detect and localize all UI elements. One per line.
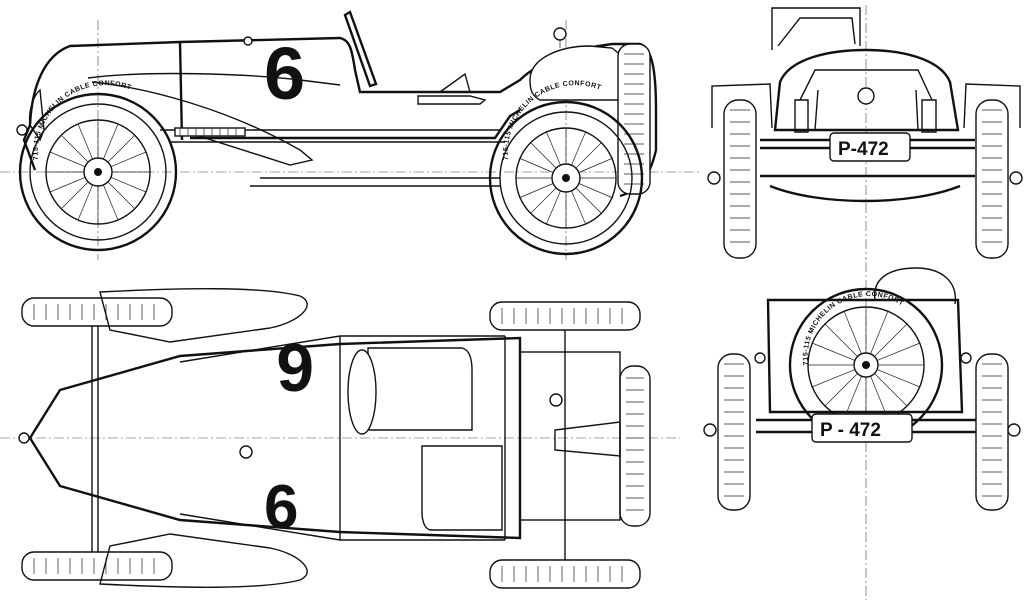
front-lamp-side	[16, 124, 28, 136]
top-rear-axle	[554, 330, 621, 560]
top-fuel-tank	[519, 351, 621, 521]
rear-seat-back	[874, 267, 957, 305]
side-view: 6 715-115 MICHELIN CABLE CONFORT	[0, 10, 700, 260]
top-tank-cap	[549, 393, 563, 407]
front-springs	[794, 99, 937, 133]
fuel-tank	[529, 27, 623, 101]
top-cockpit	[367, 347, 503, 531]
front-cowl	[773, 48, 960, 132]
body-sweep	[87, 72, 341, 166]
radiator-front	[28, 88, 45, 142]
top-front-mudguards	[99, 288, 308, 588]
front-plate-frame	[829, 132, 911, 162]
front-spring	[174, 127, 246, 137]
top-view: 6 6	[0, 288, 680, 589]
top-race-number-left: 6	[276, 329, 314, 405]
rear-lamp-right	[960, 352, 972, 364]
rear-body	[766, 298, 964, 414]
rear-plate-frame	[811, 413, 913, 443]
windscreen	[771, 7, 861, 50]
rear-spare-tyre-side	[617, 43, 651, 195]
rear-lamp-left	[754, 352, 766, 364]
top-front-right-tyre	[21, 551, 173, 581]
top-chassis-rails	[179, 335, 506, 541]
front-plate: P-472	[838, 139, 889, 160]
front-view-right-tyre	[975, 99, 1023, 259]
top-front-lamp	[18, 432, 30, 444]
rear-view-left-tyre	[703, 353, 751, 511]
chassis-rail	[160, 129, 505, 187]
rear-plate: P - 472	[820, 420, 881, 441]
rear-view-right-tyre	[975, 353, 1021, 511]
top-rear-right-tyre	[489, 559, 641, 589]
front-tyre-marking: 715-115 MICHELIN CABLE CONFORT	[33, 80, 133, 160]
top-front-axle	[91, 326, 99, 552]
front-view-left-tyre	[707, 99, 757, 259]
steering-column	[343, 10, 378, 88]
top-race-number-right: 6	[264, 473, 298, 542]
front-view: P-472	[707, 5, 1023, 260]
top-front-left-tyre	[21, 297, 173, 327]
spare-tyre-marking: 715-115 MICHELIN CABLE CONFORT	[803, 291, 905, 365]
front-mudguards	[711, 83, 1021, 129]
top-spare-tyre	[619, 365, 651, 527]
seat	[417, 72, 487, 105]
side-race-number: 6	[264, 32, 305, 115]
rear-view: 715-115 MICHELIN CABLE CONFORT P - 472	[703, 262, 1021, 600]
top-filler-cap	[239, 445, 253, 459]
top-rear-left-tyre	[489, 301, 641, 331]
filler-cap	[243, 36, 253, 46]
radiator-cap	[857, 87, 875, 105]
top-steering-wheel	[347, 349, 377, 435]
front-cowl-detail	[799, 69, 933, 131]
